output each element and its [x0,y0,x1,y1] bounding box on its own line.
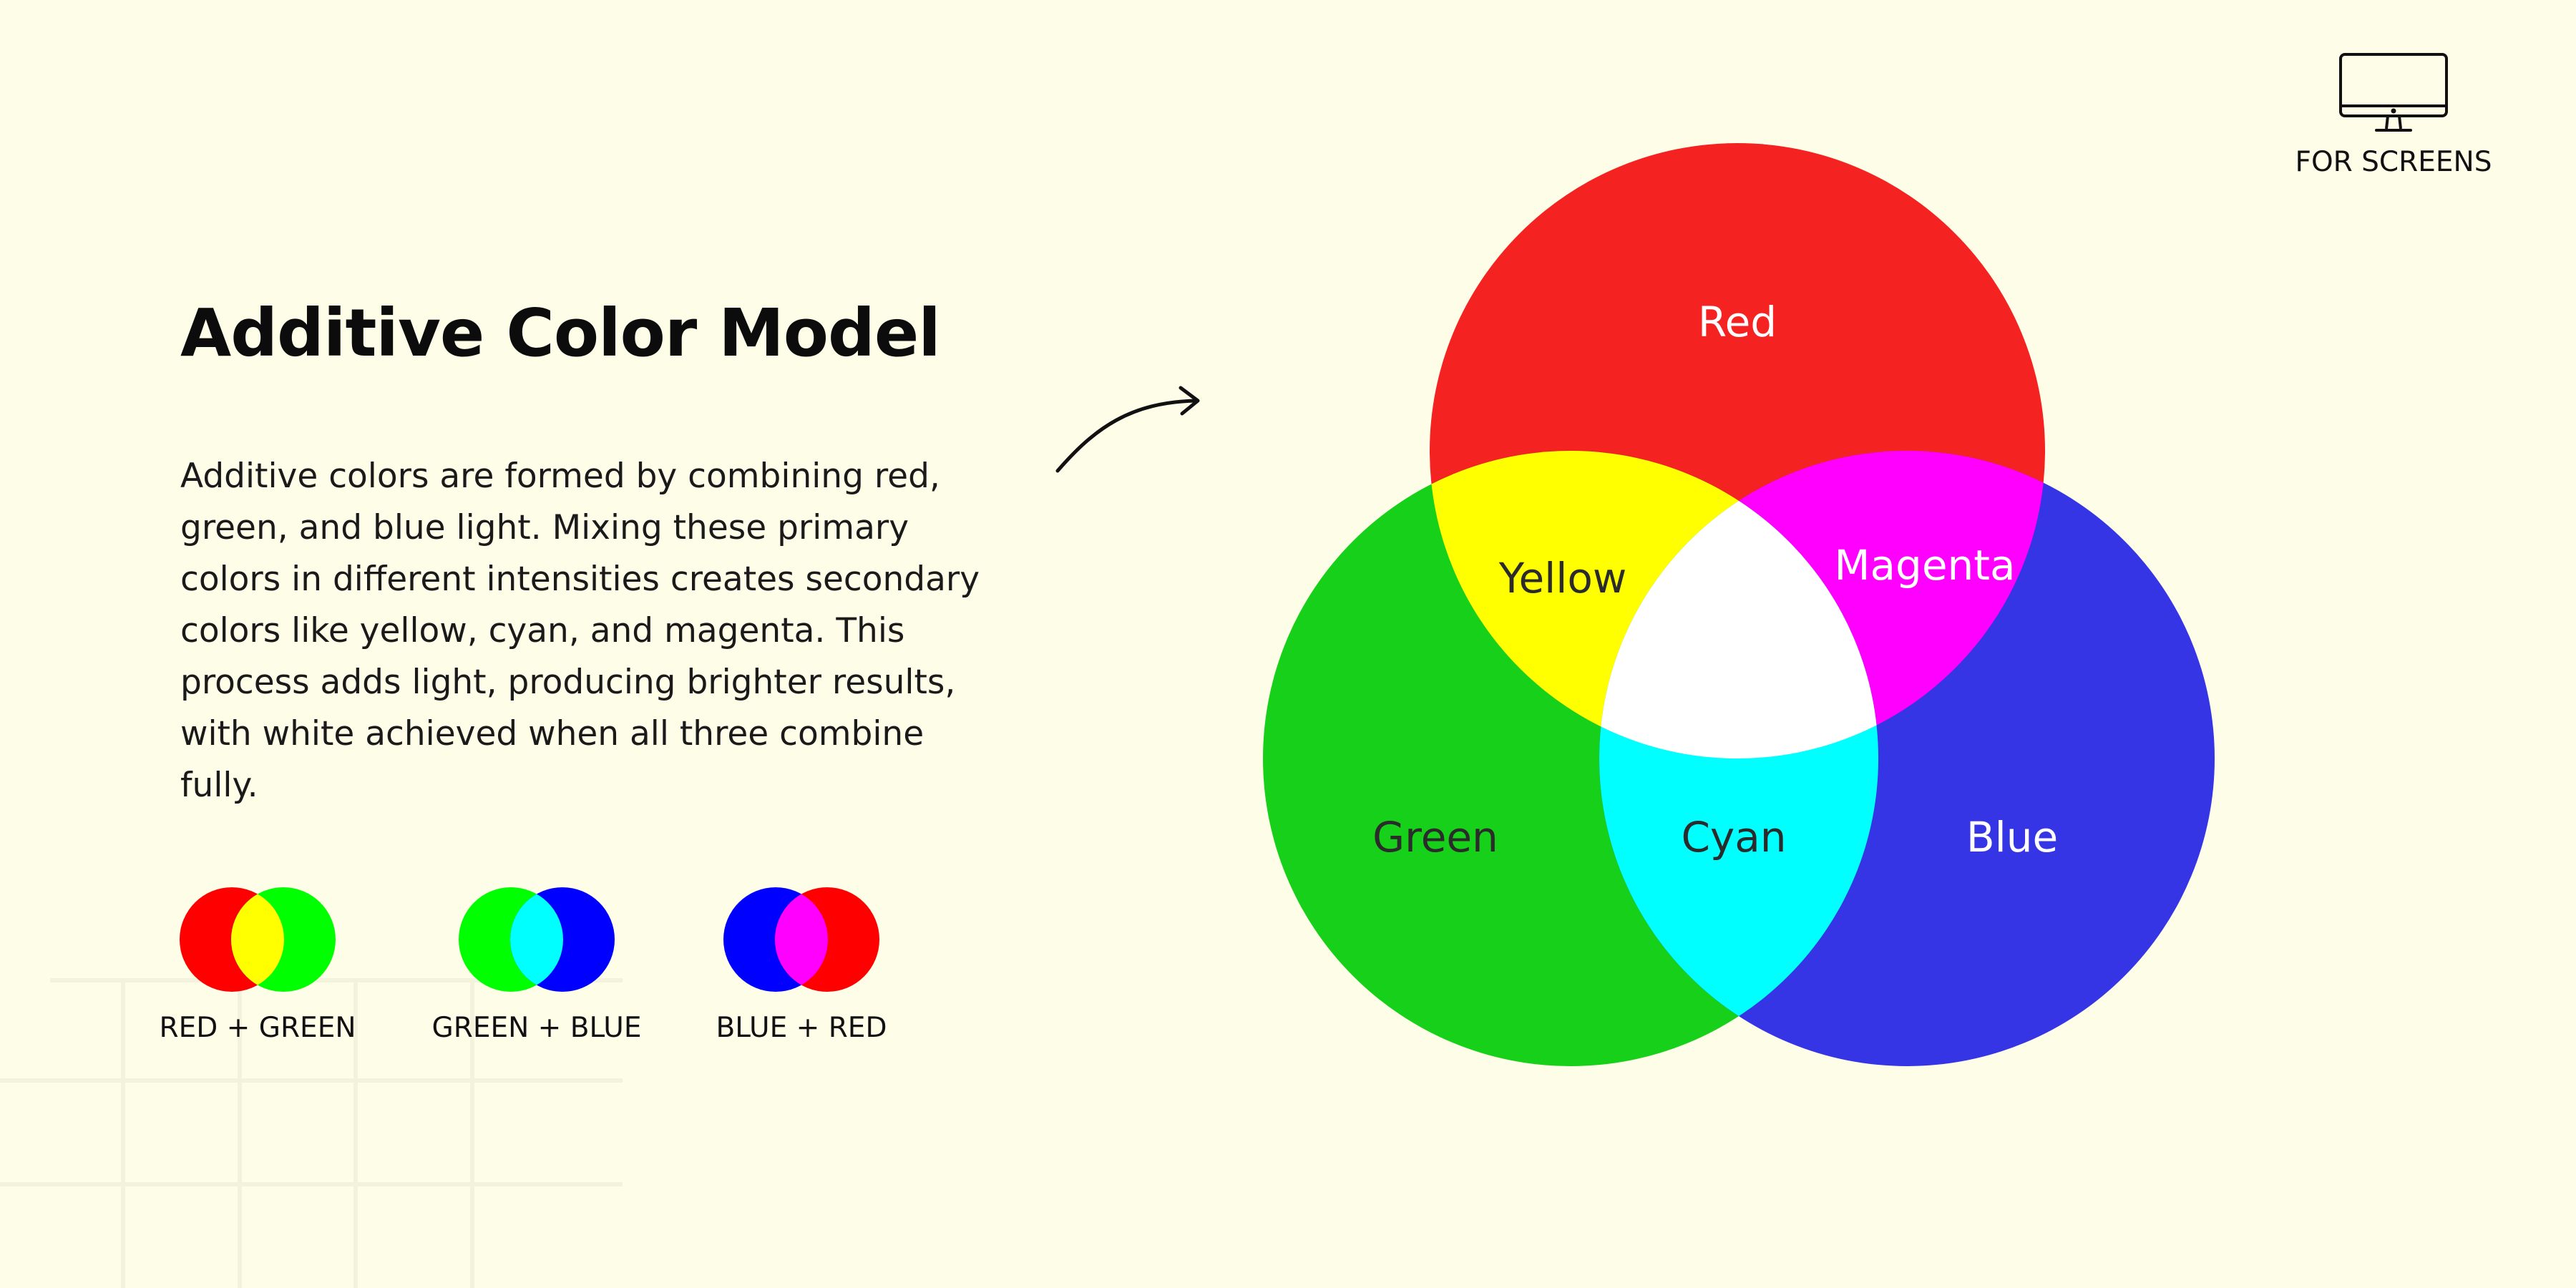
label-yellow: Yellow [1498,554,1627,602]
example-red-green: RED + GREEN [122,887,394,1044]
mini-overlap [510,887,563,992]
example-label: BLUE + RED [716,1012,887,1044]
example-blue-red: BLUE + RED [665,887,937,1044]
curved-arrow-icon [1055,386,1200,473]
venn-diagram: Red Yellow Magenta Green Cyan Blue [1263,143,2215,1066]
mini-overlap [775,887,828,992]
mini-venn-blue-red [723,887,879,992]
page-title: Additive Color Model [180,295,941,371]
example-label: RED + GREEN [159,1012,356,1044]
badge-label: FOR SCREENS [2295,146,2492,178]
description-text: Additive colors are formed by combining … [180,457,980,805]
example-label: GREEN + BLUE [431,1012,642,1044]
label-magenta: Magenta [1834,541,2015,590]
for-screens-badge: FOR SCREENS [2275,50,2512,178]
label-red: Red [1698,298,1777,346]
example-green-blue: GREEN + BLUE [401,887,673,1044]
monitor-icon [2339,53,2448,132]
label-cyan: Cyan [1681,813,1786,862]
label-blue: Blue [1966,813,2058,862]
mini-venn-green-blue [459,887,615,992]
mini-venn-red-green [180,887,336,992]
mini-overlap [231,887,284,992]
overlap-white [1599,451,1878,758]
label-green: Green [1372,813,1498,862]
